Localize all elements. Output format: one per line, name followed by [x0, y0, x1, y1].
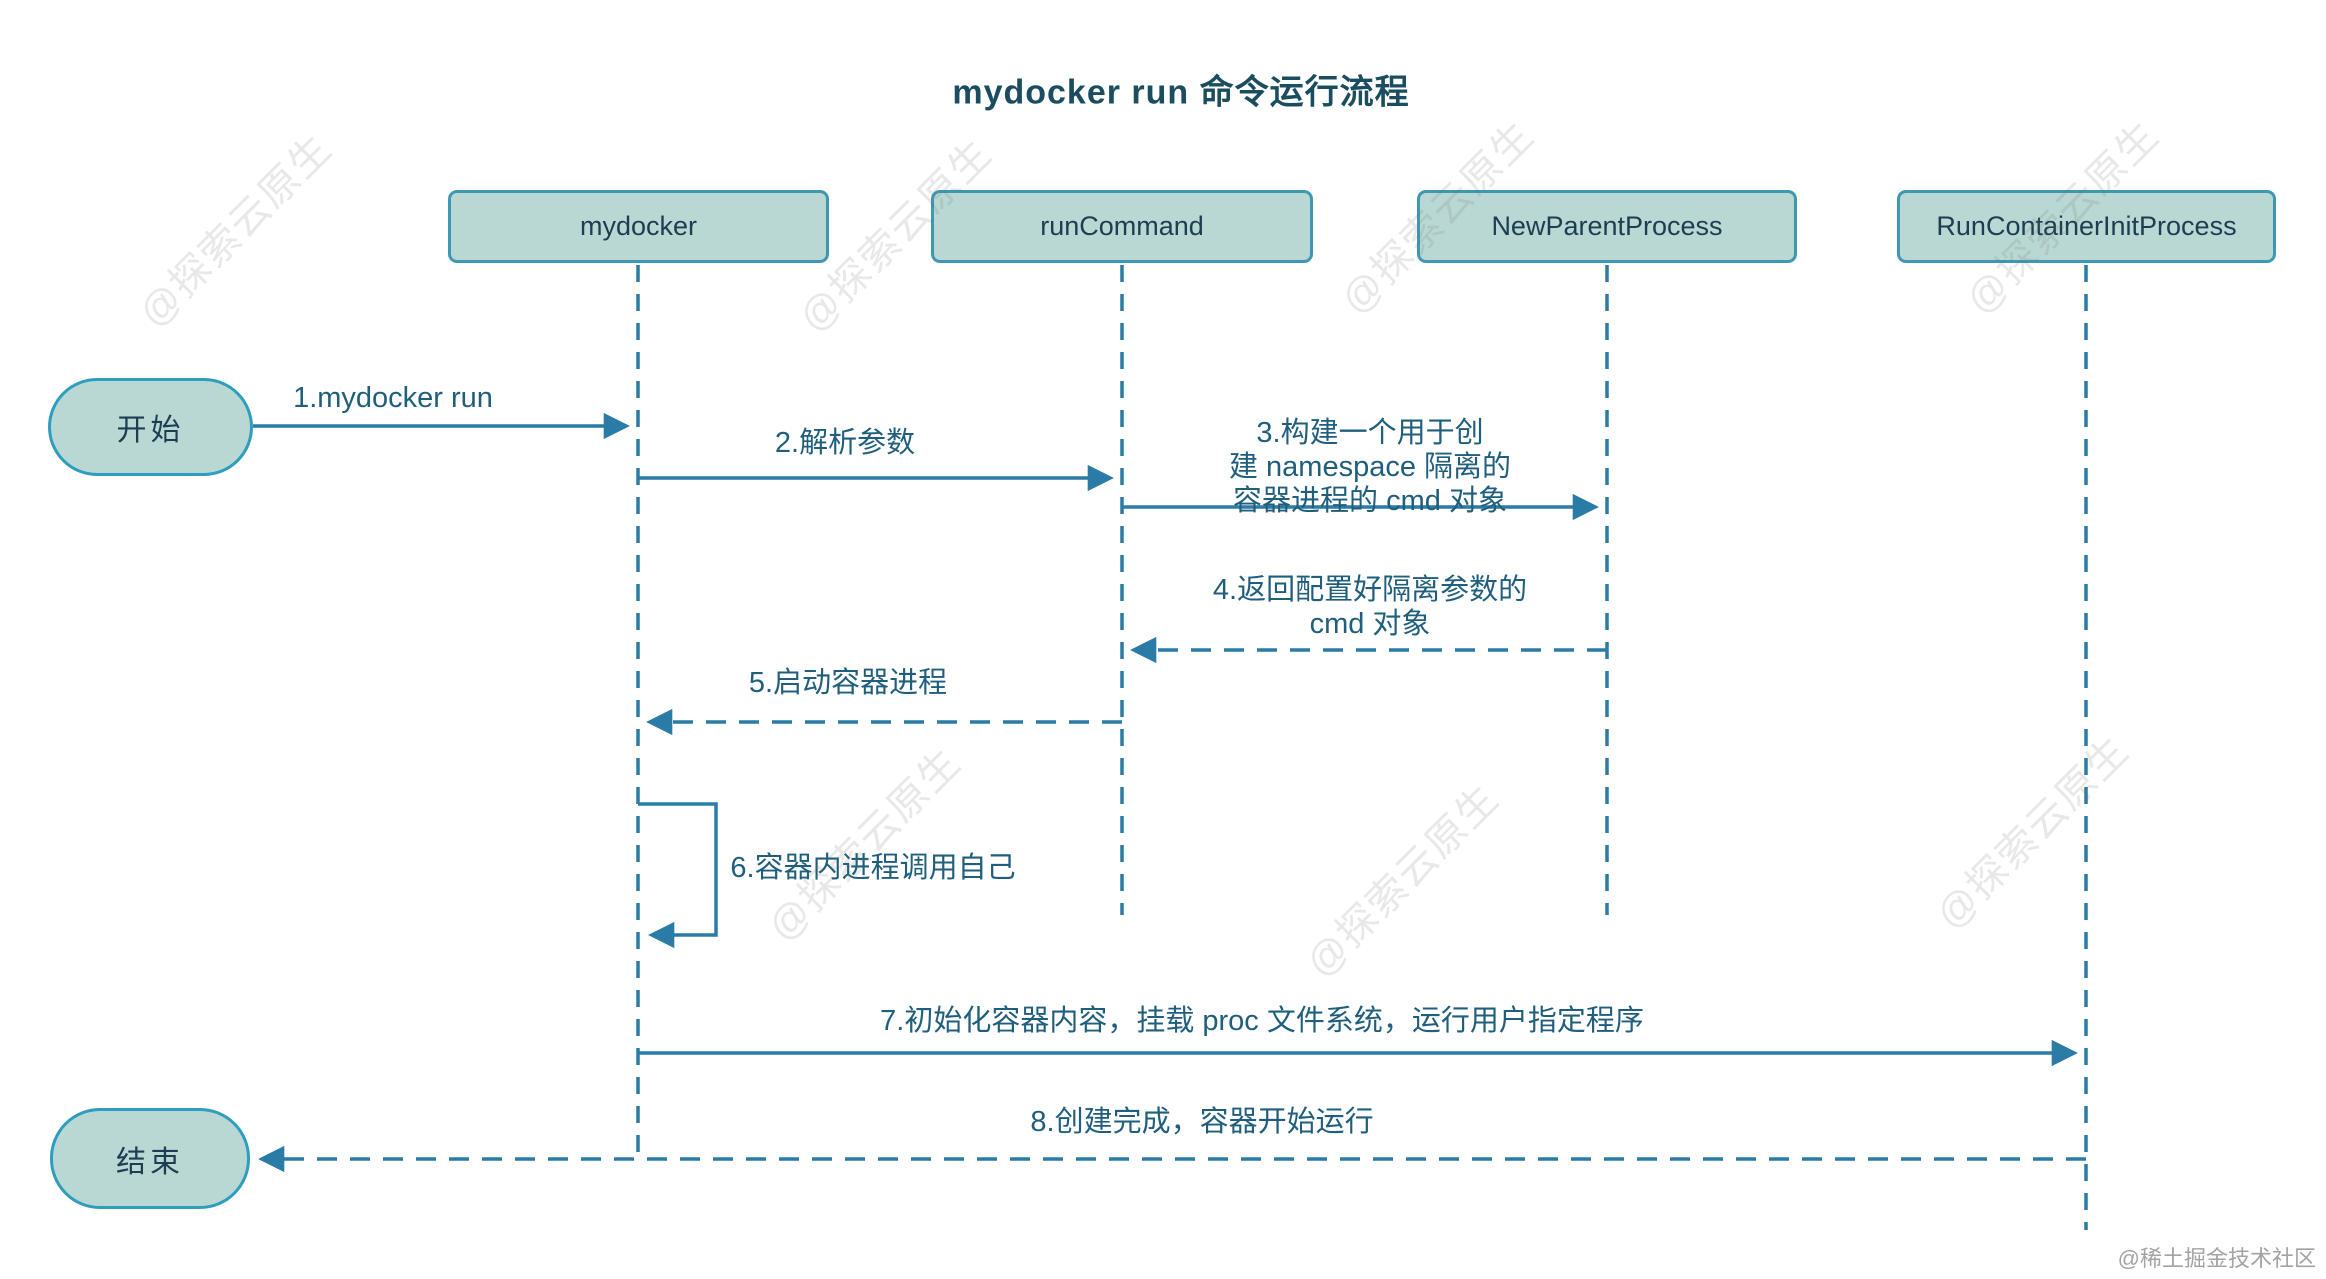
arrow-6-self-loop: [638, 802, 718, 949]
credit-watermark: @稀土掘金技术社区: [2117, 1246, 2316, 1271]
start-node-label: 开始: [116, 414, 185, 447]
participant-mydocker: mydocker: [448, 190, 829, 263]
start-node: 开始: [48, 378, 253, 476]
message-4-line-2: cmd 对象: [1309, 608, 1431, 640]
message-3-line-1: 3.构建一个用于创: [1256, 417, 1484, 449]
message-8-label: 8.创建完成，容器开始运行: [1030, 1106, 1374, 1138]
participant-newparentprocess-label: NewParentProcess: [1491, 211, 1723, 241]
end-node-label: 结束: [116, 1145, 184, 1179]
participant-runcontainerinitprocess-label: RunContainerInitProcess: [1936, 211, 2237, 241]
message-1-label: 1.mydocker run: [293, 382, 493, 414]
participant-mydocker-label: mydocker: [579, 211, 698, 241]
message-3-line-2: 建 namespace 隔离的: [1228, 451, 1512, 483]
participant-runcontainerinitprocess: RunContainerInitProcess: [1897, 190, 2276, 263]
message-4-line-1: 4.返回配置好隔离参数的: [1212, 574, 1528, 606]
diagram-title: mydocker run 命令运行流程: [952, 73, 1410, 112]
participant-newparentprocess: NewParentProcess: [1417, 190, 1797, 263]
participant-runcommand-label: runCommand: [1040, 211, 1204, 241]
message-6-label: 6.容器内进程调用自己: [730, 852, 1016, 884]
message-4-label: 4.返回配置好隔离参数的 cmd 对象: [1213, 573, 1527, 641]
message-7-label: 7.初始化容器内容，挂载 proc 文件系统，运行用户指定程序: [880, 1005, 1644, 1037]
message-3-line-3: 容器进程的 cmd 对象: [1233, 485, 1507, 517]
participant-runcommand: runCommand: [931, 190, 1313, 263]
message-2-label: 2.解析参数: [774, 427, 916, 459]
message-3-label: 3.构建一个用于创 建 namespace 隔离的 容器进程的 cmd 对象: [1229, 416, 1511, 518]
message-5-label: 5.启动容器进程: [748, 667, 948, 699]
end-node: 结束: [50, 1108, 250, 1209]
